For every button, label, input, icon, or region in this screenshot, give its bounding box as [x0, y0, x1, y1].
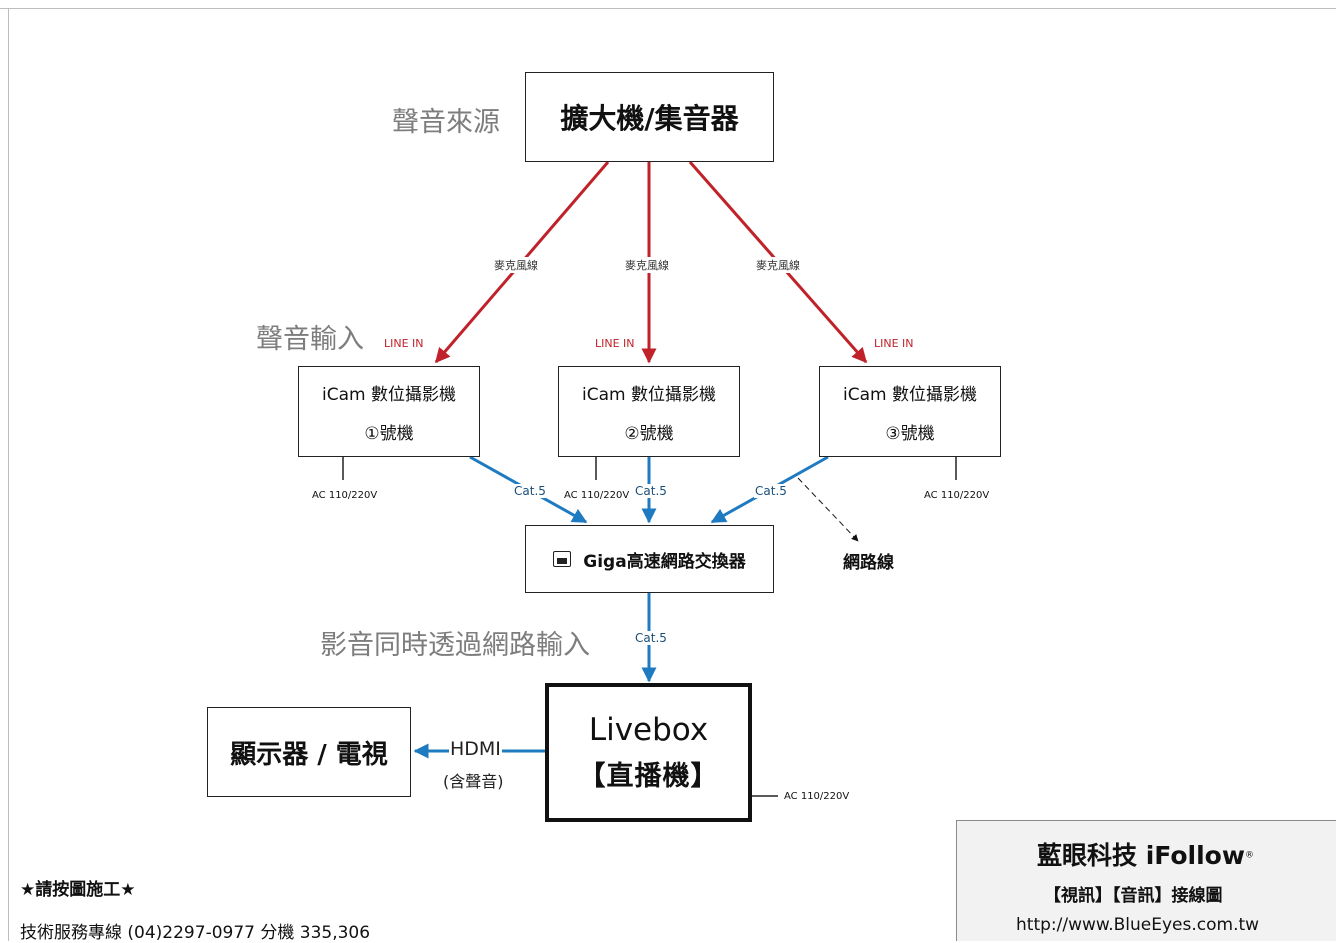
mic-cable-label-3: 麥克風線 [754, 257, 802, 273]
camera-1-power-label: AC 110/220V [312, 490, 378, 501]
support-hotline: 技術服務專線 (04)2297-0977 分機 335,306 [20, 923, 371, 943]
line-in-label-1: LINE IN [384, 337, 424, 350]
brand-panel: 藍眼科技 iFollow® 【視訊】【音訊】接線圖 http://www.Blu… [956, 820, 1336, 941]
network-cable-pointer [797, 477, 859, 542]
network-switch-title: Giga高速網路交換器 [583, 551, 746, 572]
camera-1-unit: ①號機 [364, 423, 414, 444]
camera-box-3: iCam 數位攝影機 ③號機 [819, 366, 1001, 457]
mic-cable-label-1: 麥克風線 [492, 257, 540, 273]
camera-box-2: iCam 數位攝影機 ②號機 [558, 366, 740, 457]
livebox-name: Livebox [588, 712, 709, 748]
brand-subtitle: 【視訊】【音訊】接線圖 [1044, 886, 1223, 906]
frame-top-line [0, 8, 1336, 9]
line-in-label-3: LINE IN [874, 337, 914, 350]
frame-left-line [8, 8, 9, 941]
brand-name-row: 藍眼科技 iFollow® [1037, 836, 1254, 872]
livebox-subtitle: 【直播機】 [578, 761, 719, 792]
camera-2-name: iCam 數位攝影機 [582, 384, 716, 405]
camera-3-power-label: AC 110/220V [924, 490, 990, 501]
brand-name: 藍眼科技 iFollow [1037, 841, 1245, 870]
camera-2-power-label: AC 110/220V [564, 490, 630, 501]
camera-3-unit: ③號機 [885, 423, 935, 444]
mic-cable-label-2: 麥克風線 [623, 257, 671, 273]
line-in-label-2: LINE IN [595, 337, 635, 350]
camera-2-unit: ②號機 [624, 423, 674, 444]
brand-url: http://www.BlueEyes.com.tw [1016, 915, 1260, 935]
network-switch-box: Giga高速網路交換器 [525, 525, 774, 593]
camera-box-1: iCam 數位攝影機 ①號機 [298, 366, 480, 457]
cat5-label-1: Cat.5 [513, 484, 547, 498]
follow-diagram-note: ★請按圖施工★ [20, 880, 136, 900]
ethernet-port-icon [553, 551, 572, 567]
display-box: 顯示器 / 電視 [207, 707, 411, 797]
network-cable-label: 網路線 [843, 553, 894, 573]
hdmi-note: (含聲音) [443, 772, 504, 791]
amplifier-box: 擴大機/集音器 [525, 72, 774, 162]
livebox-power-label: AC 110/220V [784, 791, 850, 802]
cat5-label-3: Cat.5 [754, 484, 788, 498]
cat5-label-2: Cat.5 [634, 484, 668, 498]
av-over-network-label: 影音同時透過網路輸入 [320, 630, 590, 661]
network-switch-row: Giga高速網路交換器 [553, 547, 746, 572]
display-title: 顯示器 / 電視 [230, 739, 388, 770]
audio-input-label: 聲音輸入 [256, 324, 364, 355]
cat5-label-livebox: Cat.5 [634, 631, 668, 645]
audio-source-label: 聲音來源 [392, 107, 500, 138]
livebox-box: Livebox 【直播機】 [545, 683, 752, 822]
camera-3-name: iCam 數位攝影機 [843, 384, 977, 405]
registered-mark: ® [1244, 850, 1254, 861]
camera-1-name: iCam 數位攝影機 [322, 384, 456, 405]
amplifier-title: 擴大機/集音器 [560, 102, 739, 135]
hdmi-label: HDMI [449, 738, 502, 760]
